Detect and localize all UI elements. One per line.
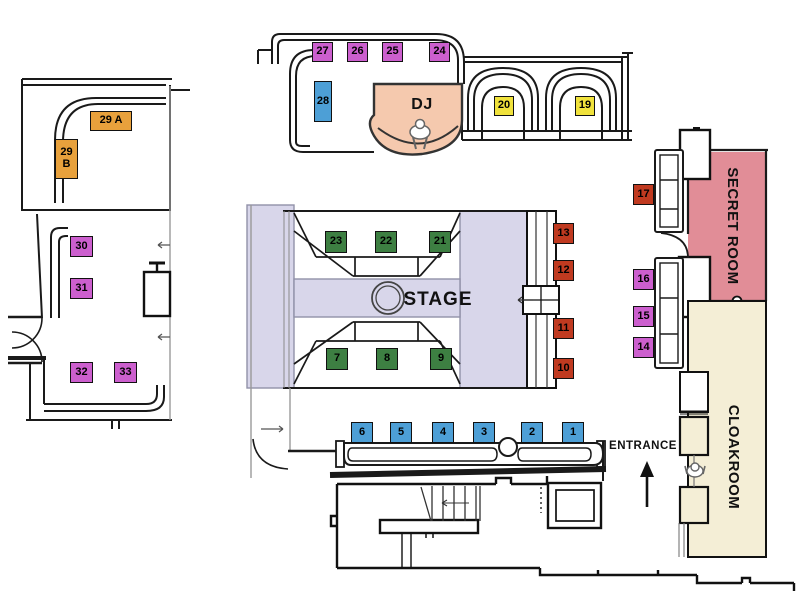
- arch-booth-19: [545, 66, 617, 140]
- table-14[interactable]: 14: [633, 337, 654, 358]
- table-6[interactable]: 6: [351, 422, 373, 443]
- table-33[interactable]: 33: [114, 362, 137, 383]
- table-10[interactable]: 10: [553, 358, 574, 379]
- table-29B[interactable]: 29 B: [55, 139, 78, 179]
- table-4[interactable]: 4: [432, 422, 454, 443]
- table-17[interactable]: 17: [633, 184, 654, 205]
- door-arc: [660, 232, 689, 259]
- table-21[interactable]: 21: [429, 231, 451, 253]
- table-12[interactable]: 12: [553, 260, 574, 281]
- bench-booth-upper: [654, 149, 684, 233]
- table-5[interactable]: 5: [390, 422, 412, 443]
- right-side: SECRET ROOM CLOAKROOM: [654, 127, 768, 558]
- entrance: ENTRANCE: [609, 440, 677, 507]
- turnstile-person-icon: [684, 462, 706, 478]
- left-building-walls: [8, 78, 190, 429]
- table-29A[interactable]: 29 A: [90, 111, 132, 131]
- stage-area: STAGE: [246, 204, 560, 478]
- table-9[interactable]: 9: [430, 348, 452, 370]
- dj-person-icon: [409, 118, 431, 150]
- dj-label: DJ: [411, 96, 432, 113]
- coat-stand-icon: [142, 261, 172, 318]
- table-1[interactable]: 1: [562, 422, 584, 443]
- table-32[interactable]: 32: [70, 362, 93, 383]
- table-11[interactable]: 11: [553, 318, 574, 339]
- stage-boundary: [283, 210, 556, 389]
- table-19[interactable]: 19: [575, 96, 595, 116]
- arch-booth-20: [467, 66, 539, 140]
- stage-label: STAGE: [403, 289, 472, 310]
- table-31[interactable]: 31: [70, 278, 93, 299]
- table-15[interactable]: 15: [633, 306, 654, 327]
- table-3[interactable]: 3: [473, 422, 495, 443]
- table-20[interactable]: 20: [494, 96, 514, 116]
- table-8[interactable]: 8: [376, 348, 398, 370]
- stage-circle: [371, 281, 405, 315]
- table-22[interactable]: 22: [375, 231, 397, 253]
- stage-steps: [517, 285, 560, 315]
- table-24[interactable]: 24: [429, 42, 450, 62]
- table-27[interactable]: 27: [312, 42, 333, 62]
- entrance-label: ENTRANCE: [609, 440, 677, 452]
- table-16[interactable]: 16: [633, 269, 654, 290]
- table-2[interactable]: 2: [521, 422, 543, 443]
- table-25[interactable]: 25: [382, 42, 403, 62]
- cloakroom-label: CLOAKROOM: [725, 405, 742, 510]
- arch-booths-walls: [462, 52, 633, 141]
- table-28[interactable]: 28: [314, 81, 332, 122]
- secret-room-label: SECRET ROOM: [724, 167, 741, 284]
- pass-arrow-icon: [157, 241, 170, 341]
- stage-left-wing: [246, 204, 295, 389]
- table-30[interactable]: 30: [70, 236, 93, 257]
- flow-arrow-icon: [261, 425, 284, 433]
- table-7[interactable]: 7: [326, 348, 348, 370]
- table-23[interactable]: 23: [325, 231, 347, 253]
- door-arc: [252, 438, 289, 470]
- bench-booth-lower: [654, 257, 684, 369]
- stage-right-wing: [459, 210, 528, 389]
- lower-structure-walls: [329, 476, 796, 591]
- table-13[interactable]: 13: [553, 223, 574, 244]
- bar-counter: [329, 437, 607, 481]
- table-26[interactable]: 26: [347, 42, 368, 62]
- entrance-arrow-icon: [640, 461, 654, 507]
- stairs-icon: [420, 486, 481, 522]
- dj-booth: DJ: [368, 82, 464, 156]
